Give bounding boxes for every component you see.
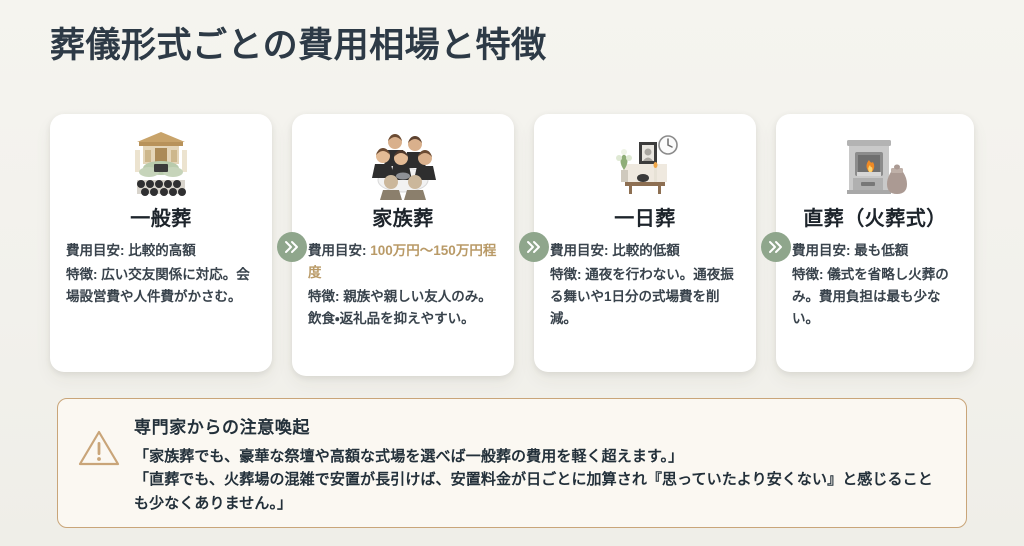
alert-line-2: 「直葬でも、火葬場の混雑で安置が長引けば、安置料金が日ごとに加算され『思っていた… <box>134 471 933 512</box>
card-feature-value: 親族や親しい友人のみ。飲食・返礼品を抑えやすい。 <box>308 288 492 326</box>
card-feature-line: 特徴: 親族や親しい友人のみ。飲食・返礼品を抑えやすい。 <box>308 286 498 330</box>
alert-line-1: 「家族葬でも、豪華な祭壇や高額な式場を選べば一般葬の費用を軽く超えます。」 <box>134 448 684 466</box>
card-cost-label: 費用目安: <box>550 243 609 258</box>
card-title: 家族葬 <box>372 208 434 230</box>
card-feature-line: 特徴: 広い交友関係に対応。会場設営費や人件費がかさむ。 <box>66 264 256 308</box>
card-cost-value: 比較的高額 <box>128 243 196 258</box>
alert-title: 専門家からの注意喚起 <box>134 418 310 438</box>
card-connector-2 <box>519 232 549 262</box>
card-title: 一般葬 <box>130 208 192 230</box>
card-cost-line: 費用目安: 比較的高額 <box>66 240 256 262</box>
family-gathering-icon <box>372 134 436 200</box>
double-chevron-right-icon <box>285 241 298 253</box>
double-chevron-right-icon <box>527 241 540 253</box>
card-body: 費用目安: 最も低額 特徴: 儀式を省略し火葬のみ。費用負担は最も少ない。 <box>792 240 958 331</box>
traditional-funeral-hall-icon <box>135 132 187 196</box>
card-cost-value: 比較的低額 <box>612 243 680 258</box>
funeral-card-direct[interactable]: 直葬（火葬式） 費用目安: 最も低額 特徴: 儀式を省略し火葬のみ。費用負担は最… <box>776 114 974 372</box>
warning-triangle-icon <box>78 430 120 466</box>
card-cost-label: 費用目安: <box>792 243 851 258</box>
card-feature-value: 儀式を省略し火葬のみ。費用負担は最も少ない。 <box>792 266 949 326</box>
card-cost-line: 費用目安: 比較的低額 <box>550 240 740 262</box>
card-feature-label: 特徴: <box>308 288 340 304</box>
card-feature-label: 特徴: <box>550 266 582 282</box>
card-title: 直葬（火葬式） <box>803 208 947 230</box>
funeral-card-general[interactable]: 一般葬 費用目安: 比較的高額 特徴: 広い交友関係に対応。会場設営費や人件費が… <box>50 114 272 372</box>
card-cost-line: 費用目安: 100万円〜150万円程度 <box>308 240 498 284</box>
card-feature-label: 特徴: <box>66 266 98 282</box>
card-feature-value: 通夜を行わない。通夜振る舞いや1日分の式場費を削減。 <box>550 266 734 326</box>
card-body: 費用目安: 比較的低額 特徴: 通夜を行わない。通夜振る舞いや1日分の式場費を削… <box>550 240 740 331</box>
funeral-type-cards: 一般葬 費用目安: 比較的高額 特徴: 広い交友関係に対応。会場設営費や人件費が… <box>50 114 974 376</box>
alert-content: 専門家からの注意喚起 「家族葬でも、豪華な祭壇や高額な式場を選べば一般葬の費用を… <box>134 411 946 515</box>
altar-with-clock-icon <box>616 135 678 194</box>
double-chevron-right-icon <box>769 241 782 253</box>
funeral-card-oneday[interactable]: 一日葬 費用目安: 比較的低額 特徴: 通夜を行わない。通夜振る舞いや1日分の式… <box>534 114 756 372</box>
card-cost-value: 最も低額 <box>854 243 909 258</box>
page-title: 葬儀形式ごとの費用相場と特徴 <box>50 26 547 65</box>
card-body: 費用目安: 比較的高額 特徴: 広い交友関係に対応。会場設営費や人件費がかさむ。 <box>66 240 256 310</box>
crematorium-urn-icon <box>847 140 907 194</box>
card-body: 費用目安: 100万円〜150万円程度 特徴: 親族や親しい友人のみ。飲食・返礼… <box>308 240 498 331</box>
card-feature-label: 特徴: <box>792 266 824 282</box>
card-connector-3 <box>761 232 791 262</box>
card-connector-1 <box>277 232 307 262</box>
card-cost-value: 100万円〜150万円程度 <box>308 243 497 280</box>
card-cost-line: 費用目安: 最も低額 <box>792 240 958 262</box>
card-feature-line: 特徴: 儀式を省略し火葬のみ。費用負担は最も少ない。 <box>792 264 958 330</box>
card-feature-value: 広い交友関係に対応。会場設営費や人件費がかさむ。 <box>66 266 250 304</box>
card-feature-line: 特徴: 通夜を行わない。通夜振る舞いや1日分の式場費を削減。 <box>550 264 740 330</box>
card-cost-label: 費用目安: <box>66 243 125 258</box>
card-title: 一日葬 <box>614 208 676 230</box>
expert-warning-box: 専門家からの注意喚起 「家族葬でも、豪華な祭壇や高額な式場を選べば一般葬の費用を… <box>57 398 967 528</box>
card-cost-label: 費用目安: <box>308 243 367 258</box>
funeral-card-family[interactable]: 家族葬 費用目安: 100万円〜150万円程度 特徴: 親族や親しい友人のみ。飲… <box>292 114 514 376</box>
